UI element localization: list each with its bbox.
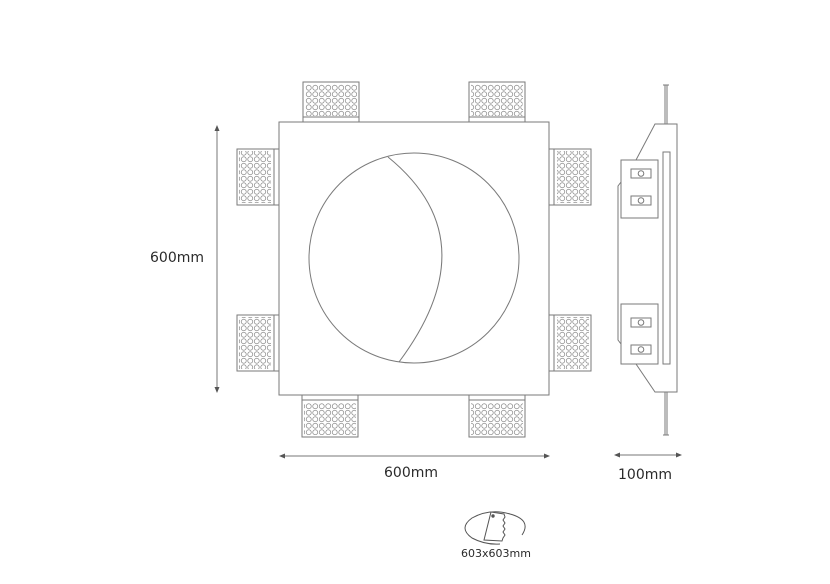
tab-right-top	[548, 148, 592, 206]
depth-label: 100mm	[618, 467, 672, 483]
saw-cutout-icon	[464, 511, 526, 545]
dimension-lines	[214, 125, 682, 459]
side-view	[617, 84, 678, 436]
clip-slot	[630, 317, 652, 328]
cutout-size-label: 603x603mm	[461, 547, 531, 560]
tab-left-bottom	[236, 314, 280, 372]
tab-bottom-left	[301, 394, 359, 438]
clip-slot	[630, 195, 652, 206]
clip-slot	[630, 168, 652, 179]
tab-bottom-right	[468, 394, 526, 438]
clip-slot	[630, 344, 652, 355]
front-view	[236, 81, 592, 438]
width-label: 600mm	[384, 465, 438, 481]
panel-outline	[278, 121, 550, 396]
crescent-arc	[387, 156, 443, 363]
tab-right-bottom	[548, 314, 592, 372]
tab-top-left	[302, 81, 360, 123]
tab-top-right	[468, 81, 526, 123]
tab-left-top	[236, 148, 280, 206]
circular-opening	[308, 152, 520, 364]
height-label: 600mm	[150, 250, 204, 266]
